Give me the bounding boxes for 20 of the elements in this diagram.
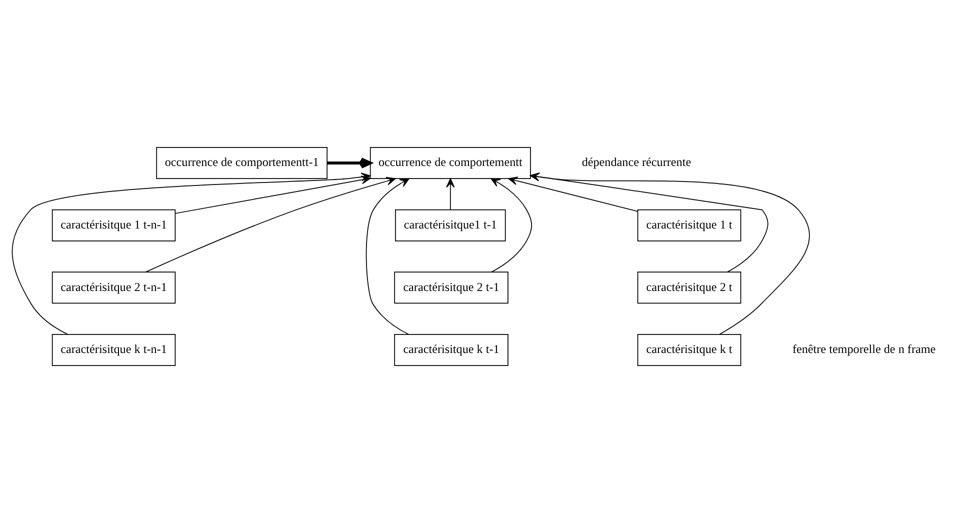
node-box: caractérisitque k t-n-1 (52, 334, 176, 366)
node-box: caractérisitque 1 t-n-1 (52, 209, 176, 242)
node-box: caractérisitque k t (637, 334, 742, 366)
node-box: caractérisitque 2 t-n-1 (52, 272, 176, 304)
node-box: caractérisitque1 t-1 (395, 209, 506, 242)
node-box: caractérisitque 2 t (637, 272, 742, 304)
node-box: occurrence de comportementt (370, 147, 531, 180)
node-box: caractérisitque 2 t-1 (394, 272, 508, 304)
arrow (490, 178, 532, 272)
arrow (446, 178, 455, 210)
arrow (530, 172, 810, 335)
arrow (508, 176, 638, 212)
node-box: occurrence de comportementt-1 (156, 147, 328, 180)
label: fenêtre temporelle de n frame (792, 342, 936, 356)
arrow (530, 172, 768, 272)
arrow (366, 178, 410, 335)
node-box: caractérisitque k t-1 (394, 334, 508, 366)
label: dépendance récurrente (582, 155, 692, 170)
arrow (327, 158, 372, 168)
node-box: caractérisitque 1 t (637, 209, 742, 242)
